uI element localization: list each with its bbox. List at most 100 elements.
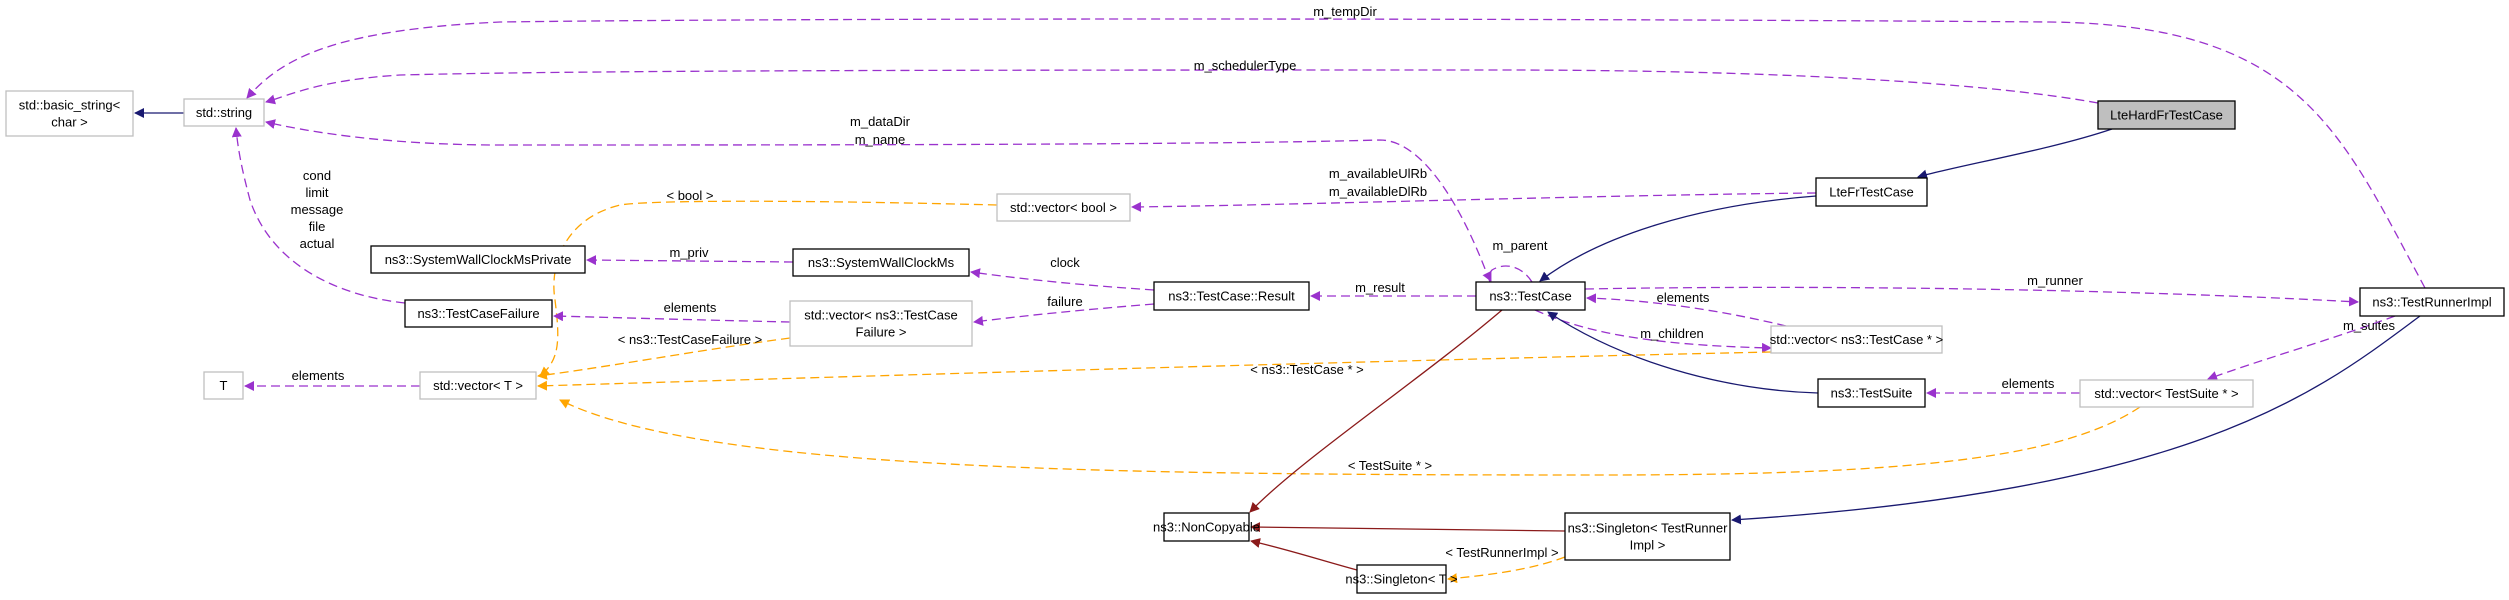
edge-label: m_tempDir (1313, 4, 1377, 19)
edge-private-inheritance (1249, 309, 1503, 513)
class-node-label: ns3::Singleton< TestRunner (1568, 521, 1729, 536)
edge-template (537, 337, 791, 380)
class-node[interactable]: ns3::TestSuite (1817, 378, 1926, 408)
class-node-box (419, 371, 537, 400)
class-node-box (1770, 325, 1943, 354)
class-node-label: ns3::TestSuite (1831, 386, 1913, 401)
class-node-label: std::vector< ns3::TestCase * > (1770, 332, 1943, 347)
edge-template (537, 351, 1772, 391)
edge-label: elements (2002, 376, 2055, 391)
class-node: std::string (183, 98, 265, 127)
edge-label: < bool > (667, 188, 714, 203)
class-node-box (1153, 281, 1310, 311)
edge-usage (231, 127, 406, 304)
edge-label: elements (664, 300, 717, 315)
class-node-box (1564, 512, 1731, 561)
class-node-box (370, 245, 586, 274)
class-node-label: LteFrTestCase (1829, 185, 1914, 200)
edge-label: cond (303, 168, 331, 183)
class-node[interactable]: LteFrTestCase (1815, 177, 1928, 207)
class-node-label: std::vector< bool > (1010, 200, 1117, 215)
edge-usage (1586, 293, 1787, 327)
edge-label: m_children (1640, 326, 1704, 341)
class-node[interactable]: ns3::TestCase::Result (1153, 281, 1310, 311)
class-node: T (203, 371, 244, 400)
class-node[interactable]: LteHardFrTestCase (2097, 100, 2236, 130)
edge-usage (1482, 265, 1533, 283)
class-node: std::vector< ns3::TestCaseFailure > (789, 300, 973, 347)
class-node-box (792, 248, 970, 277)
class-node-box (2359, 287, 2505, 317)
edge-label: < TestRunnerImpl > (1445, 545, 1558, 560)
edge-label: m_priv (669, 245, 709, 260)
edge-usage (553, 311, 791, 323)
class-node-label: ns3::SystemWallClockMs (808, 255, 955, 270)
edge-label: m_runner (2027, 273, 2083, 288)
edge-label: file (309, 219, 326, 234)
class-node-label: ns3::TestRunnerImpl (2372, 295, 2491, 310)
edges-layer (134, 18, 2426, 584)
class-node-box (5, 90, 134, 137)
class-node[interactable]: ns3::SystemWallClockMs (792, 248, 970, 277)
class-node-box (183, 98, 265, 127)
edge-template (539, 200, 998, 377)
edge-label: m_schedulerType (1194, 58, 1297, 73)
class-node-box (404, 299, 553, 328)
class-node-label: LteHardFrTestCase (2110, 108, 2223, 123)
edge-label: m_availableDlRb (1329, 184, 1427, 199)
edge-private-inheritance (1250, 522, 1566, 533)
edge-label: failure (1047, 294, 1082, 309)
edge-usage (1131, 192, 1817, 212)
edge-usage (246, 18, 2426, 289)
class-node-label: ns3::NonCopyable (1153, 520, 1260, 535)
edge-label: m_parent (1493, 238, 1548, 253)
class-node-label: ns3::TestCase::Result (1168, 289, 1295, 304)
edge-label: limit (305, 185, 328, 200)
class-node-label: Impl > (1630, 538, 1666, 553)
class-node-label: std::string (196, 105, 252, 120)
edge-inheritance (1539, 195, 1817, 282)
edge-label: m_name (855, 132, 906, 147)
class-node[interactable]: ns3::TestCaseFailure (404, 299, 553, 328)
class-node[interactable]: ns3::Singleton< T > (1345, 564, 1458, 594)
class-node-box (203, 371, 244, 400)
class-node: std::vector< T > (419, 371, 537, 400)
edge-label: m_availableUlRb (1329, 166, 1427, 181)
class-node[interactable]: ns3::TestRunnerImpl (2359, 287, 2505, 317)
class-node-box (2097, 100, 2236, 130)
class-node[interactable]: ns3::Singleton< TestRunnerImpl > (1564, 512, 1731, 561)
class-node-label: T (220, 378, 228, 393)
edge-labels-layer: m_tempDir m_schedulerType m_dataDir m_namec… (291, 4, 2396, 560)
edge-private-inheritance (1250, 538, 1358, 571)
edge-label: m_result (1355, 280, 1405, 295)
edge-usage (265, 69, 2099, 105)
edge-usage (970, 268, 1155, 291)
edge-usage (2207, 315, 2396, 381)
edge-label: elements (1657, 290, 1710, 305)
class-node-label: Failure > (856, 325, 907, 340)
class-node-box (1356, 564, 1447, 594)
class-node-box (1815, 177, 1928, 207)
class-node-box (1817, 378, 1926, 408)
class-node-label: ns3::TestCase (1489, 289, 1571, 304)
edge-inheritance (1731, 315, 2421, 525)
edge-label: clock (1050, 255, 1080, 270)
class-node-label: std::vector< T > (433, 378, 523, 393)
edge-label: actual (300, 236, 335, 251)
class-node-box (789, 300, 973, 347)
class-node: std::vector< bool > (996, 193, 1131, 222)
class-node-label: std::basic_string< (19, 98, 121, 113)
class-node-label: std::vector< ns3::TestCase (804, 308, 958, 323)
edge-label: m_suites (2343, 318, 2396, 333)
edge-inheritance (1917, 128, 2113, 180)
class-node-box (996, 193, 1131, 222)
edge-label: elements (292, 368, 345, 383)
class-node[interactable]: ns3::TestCase (1475, 281, 1586, 311)
edge-label: m_dataDir (850, 114, 911, 129)
class-node-label: ns3::SystemWallClockMsPrivate (385, 252, 572, 267)
class-node: std::vector< ns3::TestCase * > (1770, 325, 1943, 354)
class-node[interactable]: ns3::NonCopyable (1153, 512, 1260, 542)
class-node[interactable]: ns3::SystemWallClockMsPrivate (370, 245, 586, 274)
